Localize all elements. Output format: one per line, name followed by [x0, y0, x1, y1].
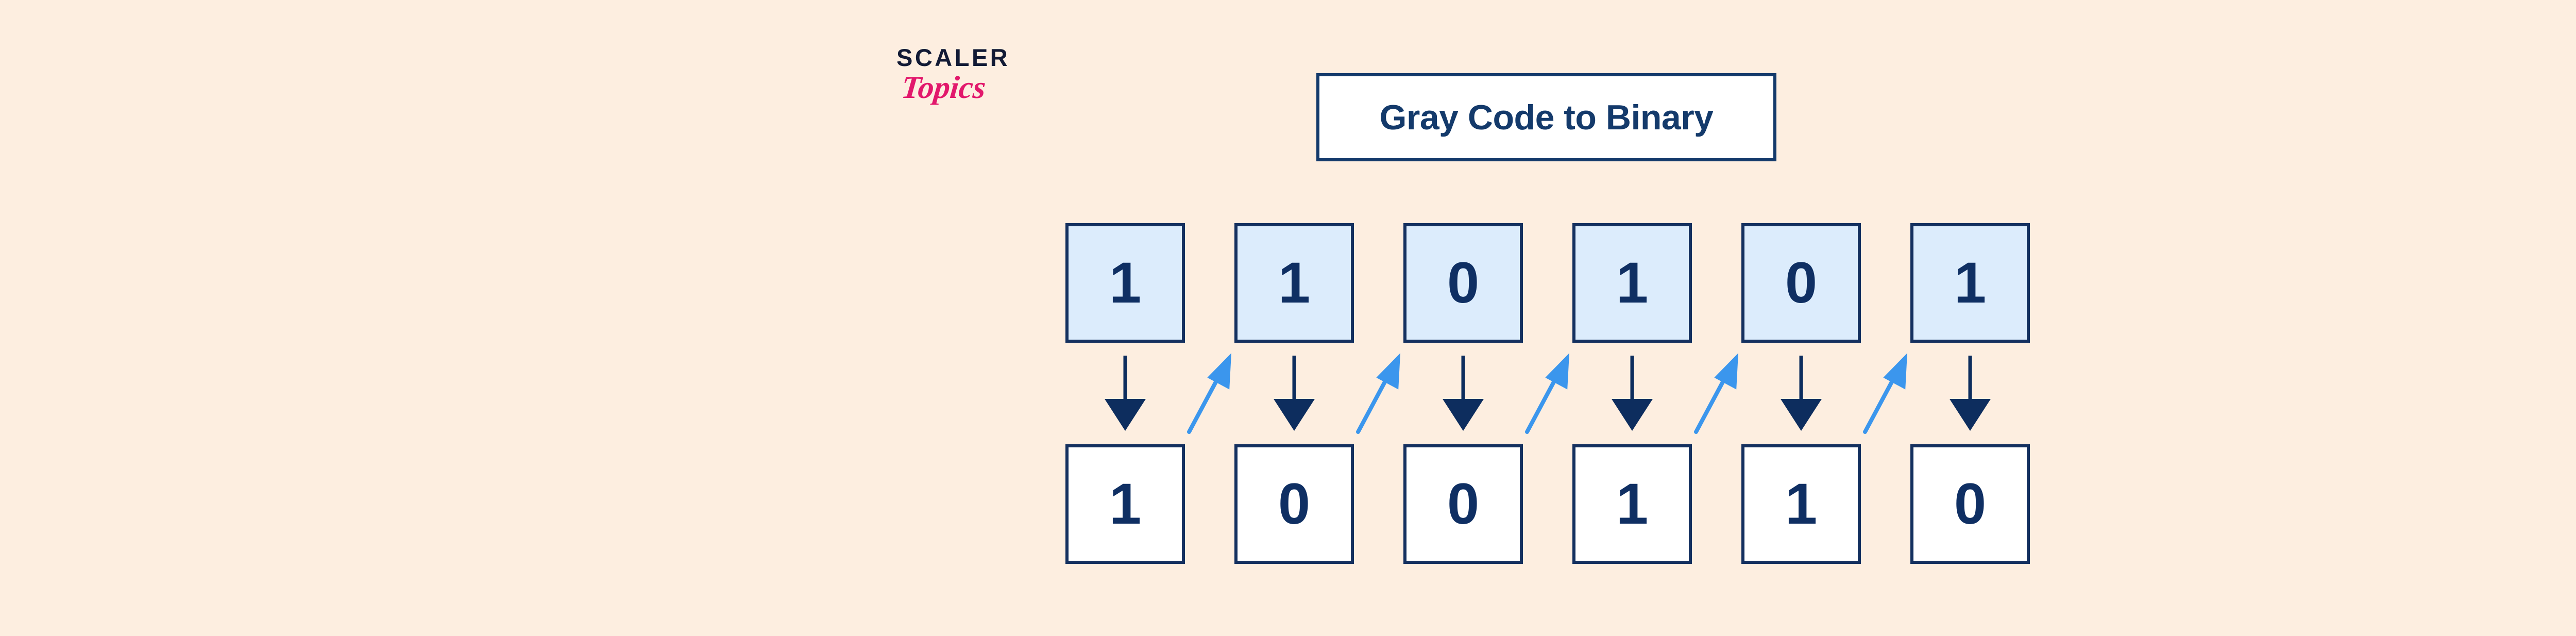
binary_row-bit-value: 0	[1278, 472, 1311, 536]
scaler-topics-logo: SCALER Topics	[896, 45, 1051, 115]
binary_row-bit-value: 0	[1954, 472, 1987, 536]
binary_row-bit-value: 1	[1616, 472, 1649, 536]
gray_row-cell-4: 0	[1741, 223, 1861, 343]
binary_row-cell-1: 0	[1234, 444, 1354, 564]
binary_row-cell-0: 1	[1065, 444, 1185, 564]
gray_row-bit-value: 1	[1109, 250, 1142, 315]
logo-wordmark: SCALER	[896, 44, 1010, 71]
gray_row-cell-3: 1	[1572, 223, 1692, 343]
gray_row-bit-value: 0	[1447, 250, 1480, 315]
binary_row-bit-value: 0	[1447, 472, 1480, 536]
gray_row-cell-1: 1	[1234, 223, 1354, 343]
gray_row-cell-5: 1	[1910, 223, 2030, 343]
binary_row-cell-3: 1	[1572, 444, 1692, 564]
binary_row-cell-2: 0	[1403, 444, 1523, 564]
gray_row-cell-2: 0	[1403, 223, 1523, 343]
gray_row-bit-value: 0	[1785, 250, 1818, 315]
binary_row-bit-value: 1	[1109, 472, 1142, 536]
binary_row-cell-5: 0	[1910, 444, 2030, 564]
gray_row-bit-value: 1	[1278, 250, 1311, 315]
figure-title-box: Gray Code to Binary	[1316, 73, 1776, 161]
binary_row-cell-4: 1	[1741, 444, 1861, 564]
binary_row-bit-value: 1	[1785, 472, 1818, 536]
figure-title: Gray Code to Binary	[1379, 97, 1714, 137]
gray_row-bit-value: 1	[1616, 250, 1649, 315]
gray_row-bit-value: 1	[1954, 250, 1987, 315]
gray_row-cell-0: 1	[1065, 223, 1185, 343]
